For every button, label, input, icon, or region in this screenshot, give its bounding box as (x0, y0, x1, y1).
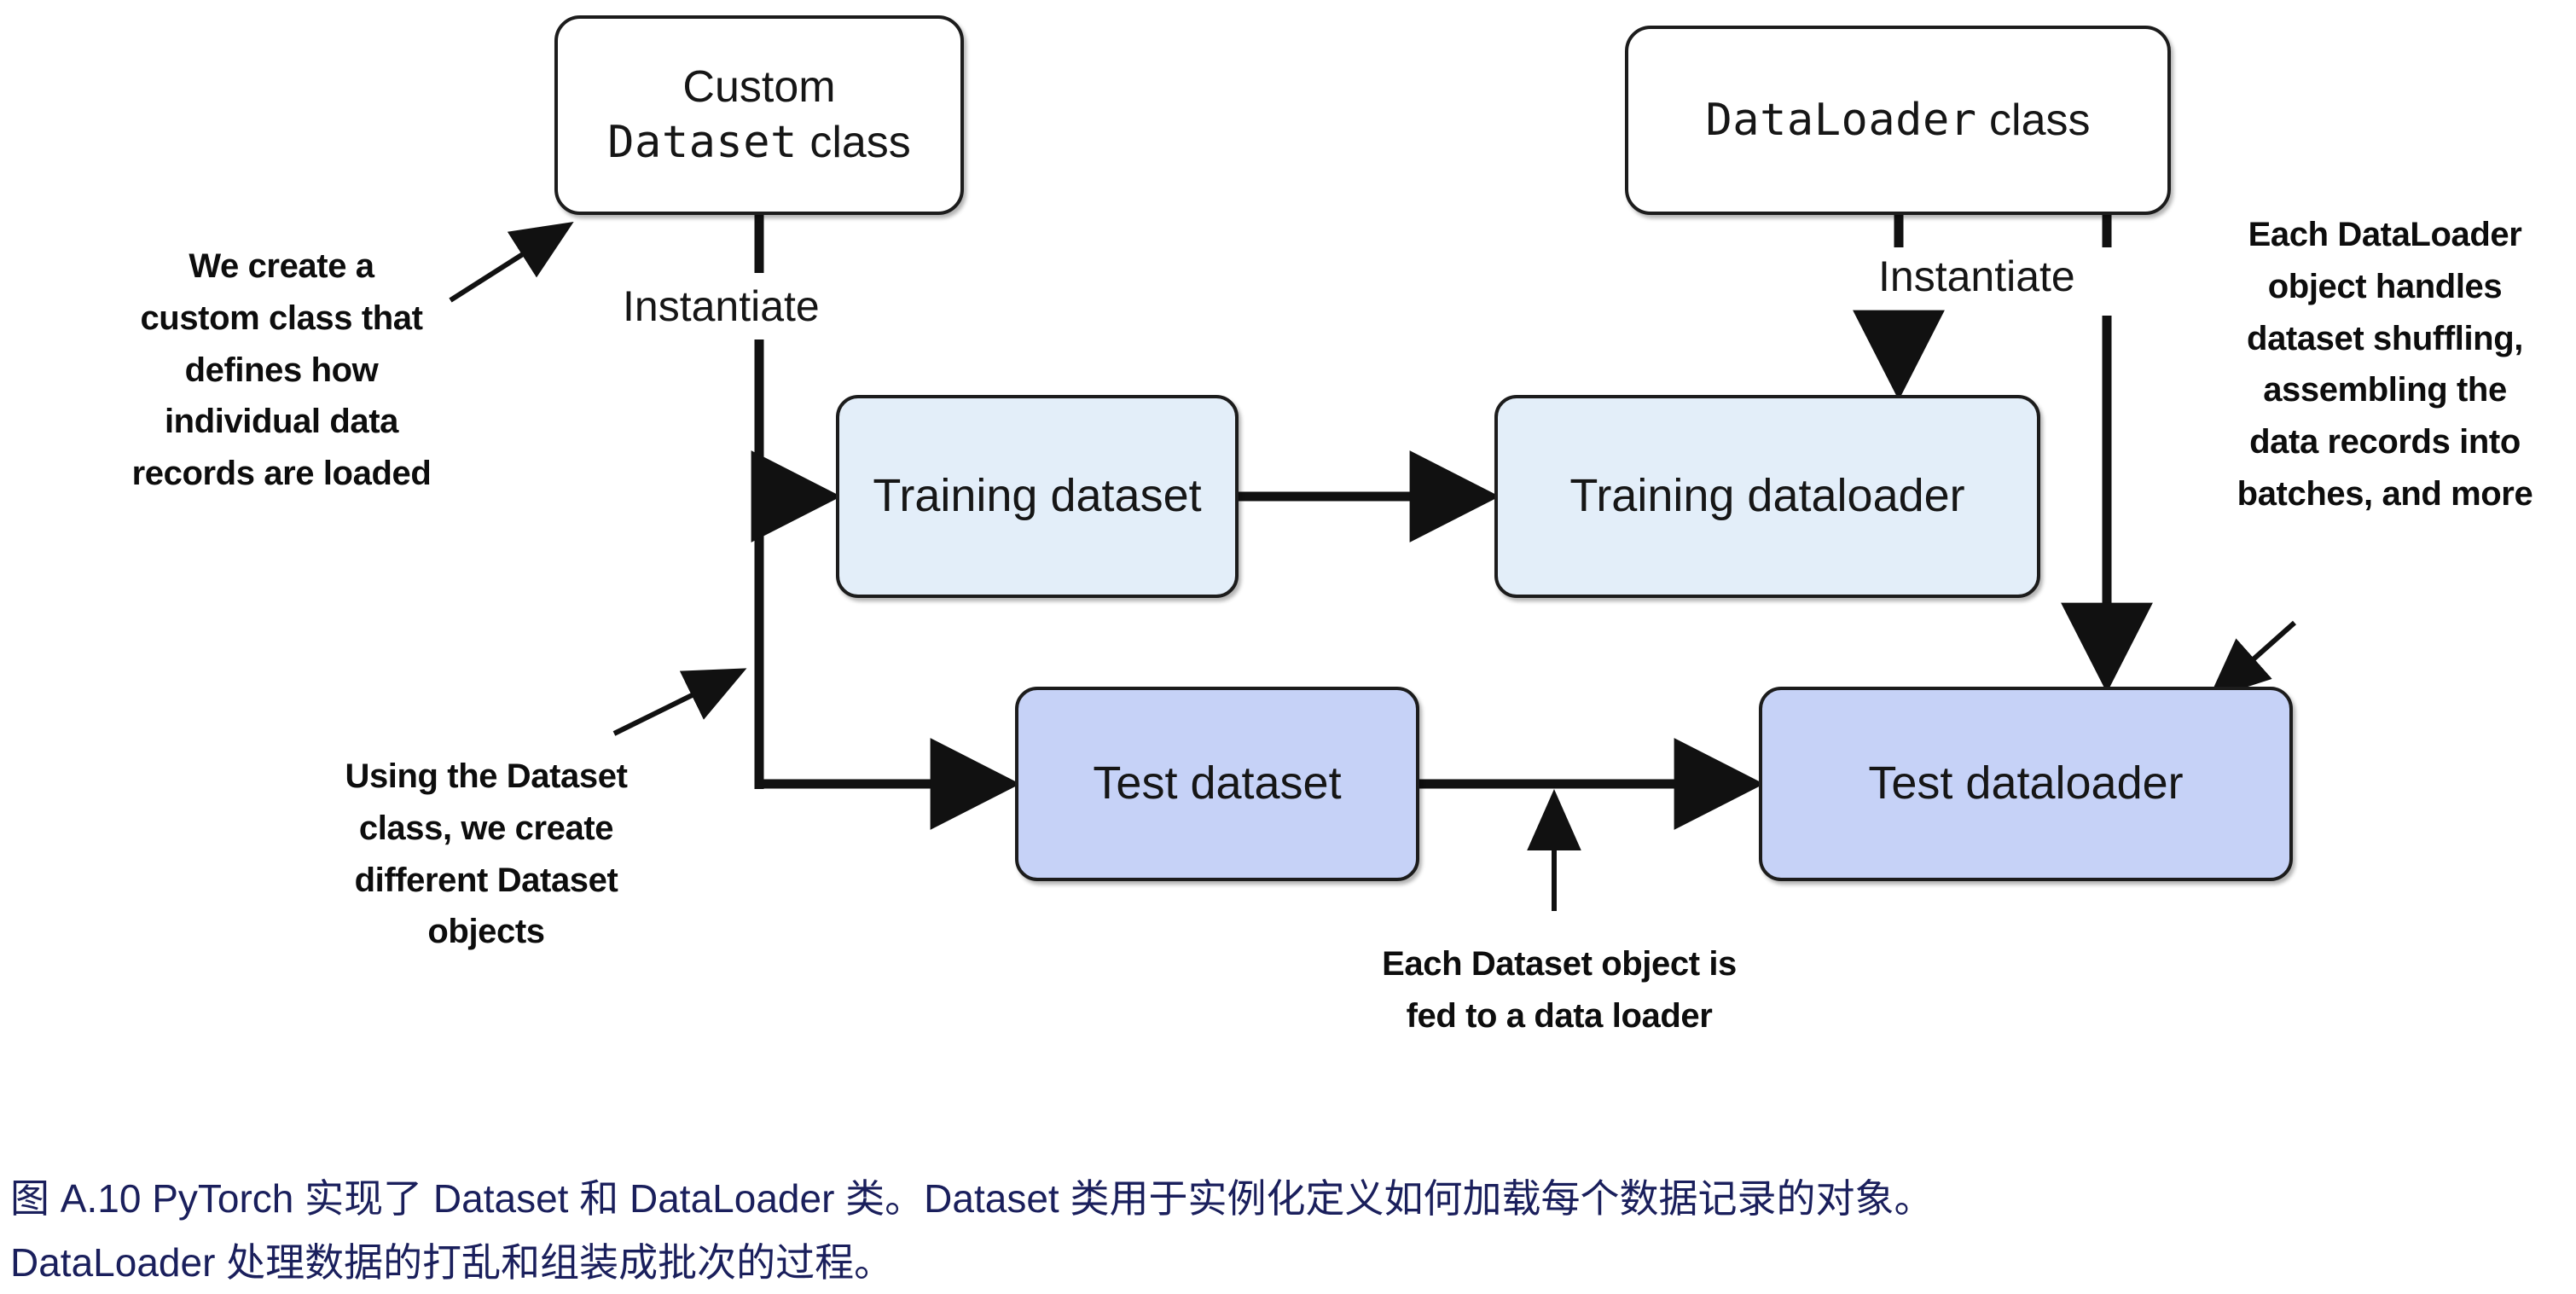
annotation-line: object handles (2267, 267, 2503, 305)
annotation-line: objects (427, 913, 545, 951)
annotation-line: data records into (2249, 423, 2521, 461)
training-dataset-label: Training dataset (873, 470, 1202, 522)
dataloader-class-mono: DataLoader (1705, 94, 1977, 146)
custom-dataset-class-line2: Dataset class (607, 115, 911, 171)
custom-dataset-class-line1: Custom (682, 62, 836, 112)
node-training-dataset[interactable]: Training dataset (836, 395, 1239, 598)
node-custom-dataset-class[interactable]: Custom Dataset class (554, 15, 964, 215)
edge-label-instantiate-right: Instantiate (1878, 252, 2075, 300)
annotation-using-dataset-class: Using the Dataset class, we create differe… (307, 751, 665, 958)
callout-arrow-each-dataloader (2208, 620, 2296, 699)
annotation-line: We create a (189, 247, 374, 285)
custom-dataset-class-sans: class (809, 118, 911, 167)
annotation-line: individual data (164, 403, 399, 441)
annotation-line: Using the Dataset (345, 757, 628, 795)
annotation-each-dataloader: Each DataLoader object handles dataset shu… (2214, 209, 2556, 520)
annotation-line: defines how (184, 351, 379, 389)
annotation-line: different Dataset (354, 861, 618, 899)
node-test-dataloader[interactable]: Test dataloader (1759, 687, 2293, 881)
annotation-create-custom-class: We create a custom class that defines how i… (111, 241, 452, 500)
annotation-line: Each DataLoader (2248, 216, 2522, 253)
figure-caption: 图 A.10 PyTorch 实现了 Dataset 和 DataLoader … (10, 1167, 2561, 1294)
node-dataloader-class[interactable]: DataLoader class (1625, 26, 2171, 215)
annotation-line: custom class that (140, 299, 423, 337)
custom-dataset-class-mono: Dataset (607, 117, 798, 168)
annotation-line: fed to a data loader (1406, 996, 1713, 1035)
test-dataloader-label: Test dataloader (1868, 757, 2184, 809)
annotation-line: assembling the (2263, 371, 2507, 409)
annotation-line: records are loaded (131, 455, 432, 493)
annotation-line: batches, and more (2237, 474, 2533, 513)
annotation-line: dataset shuffling, (2247, 319, 2523, 357)
node-test-dataset[interactable]: Test dataset (1015, 687, 1419, 881)
dataloader-class-sans: class (1989, 95, 2091, 145)
annotation-line: Each Dataset object is (1382, 945, 1737, 983)
figure-caption-line1: 图 A.10 PyTorch 实现了 Dataset 和 DataLoader … (10, 1176, 1934, 1221)
node-training-dataloader[interactable]: Training dataloader (1494, 395, 2040, 598)
figure-caption-line2: DataLoader 处理数据的打乱和组装成批次的过程。 (10, 1239, 894, 1285)
training-dataloader-label: Training dataloader (1569, 470, 1965, 522)
annotation-each-dataset-fed: Each Dataset object is fed to a data load… (1346, 938, 1772, 1042)
callout-arrow-create-custom-class (449, 221, 574, 303)
callout-arrow-using-dataset-class (612, 668, 747, 736)
annotation-line: class, we create (358, 809, 614, 847)
edge-label-instantiate-left: Instantiate (623, 282, 820, 330)
test-dataset-label: Test dataset (1093, 757, 1342, 809)
